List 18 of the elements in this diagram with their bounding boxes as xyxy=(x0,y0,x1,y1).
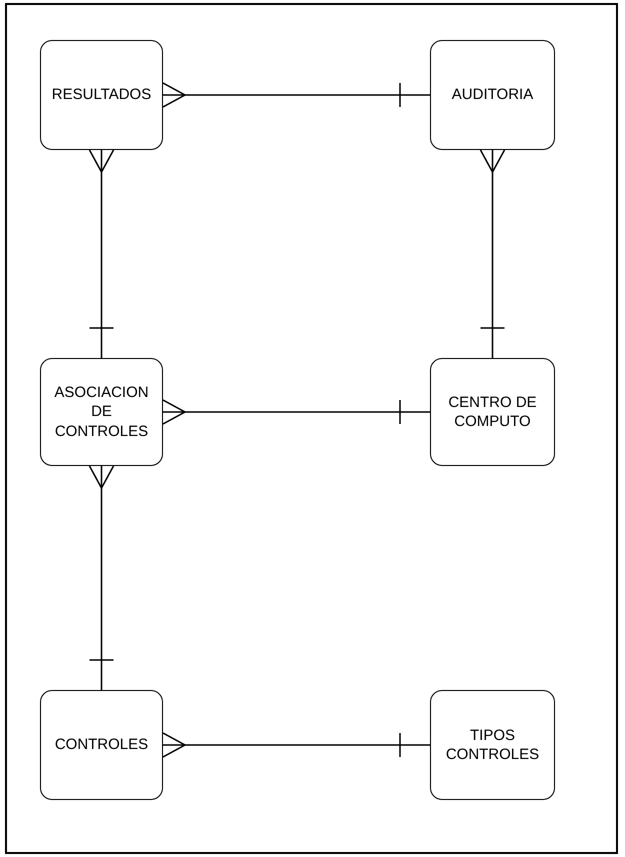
relationship-line xyxy=(162,399,430,425)
relationship-line xyxy=(88,465,114,690)
entity-name: CONTROLES xyxy=(54,735,148,755)
entity-box xyxy=(430,690,555,800)
entity-name: RESULTADOS xyxy=(52,85,152,105)
entity-box xyxy=(40,358,163,466)
entity-name: ASOCIACION DE CONTROLES xyxy=(53,382,150,442)
relationship-line xyxy=(480,149,506,358)
relationship-line xyxy=(162,82,430,108)
entity-name: CENTRO DE COMPUTO xyxy=(447,392,538,432)
entity-box xyxy=(40,40,163,150)
entity-box xyxy=(40,690,163,800)
relationship-line xyxy=(88,149,114,358)
relationship-line xyxy=(162,732,430,758)
entity-name: TIPOS CONTROLES xyxy=(444,726,540,764)
entity-name: AUDITORIA xyxy=(452,85,534,105)
entity-box xyxy=(430,40,555,150)
entity-box xyxy=(430,358,555,466)
